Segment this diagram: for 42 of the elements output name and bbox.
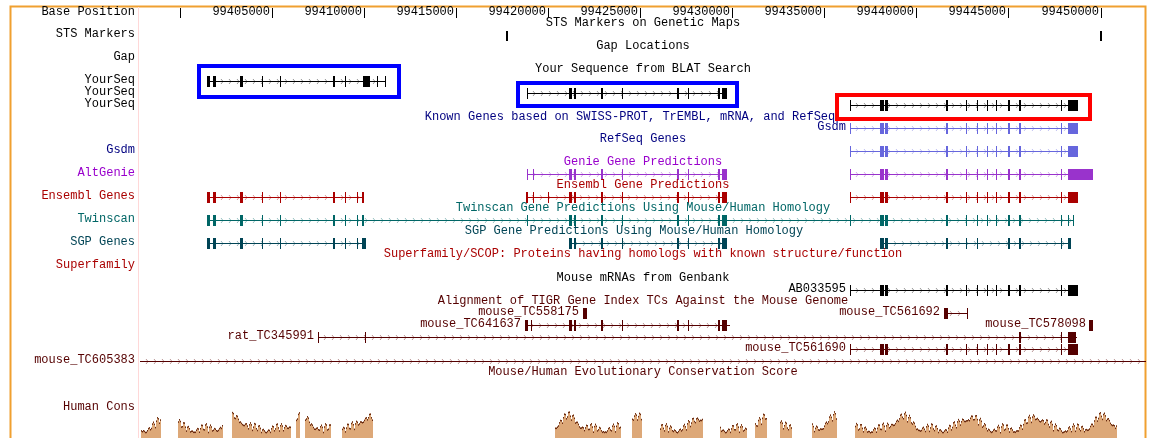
ruler-label: 99415000: [396, 6, 454, 19]
ruler-label: 99450000: [1041, 6, 1099, 19]
track-name: SGP Genes: [70, 236, 135, 249]
track-title: Gap Locations: [596, 40, 690, 53]
feature-label: mouse_TC578098: [985, 318, 1086, 331]
ruler-label: 99405000: [212, 6, 270, 19]
track-title: Ensembl Gene Predictions: [556, 179, 730, 192]
ruler-label: 99410000: [304, 6, 362, 19]
track-name: Ensembl Genes: [41, 190, 135, 203]
track-name: Gsdm: [106, 144, 135, 157]
track-name: STS Markers: [55, 28, 135, 41]
feature-label: mouse_TC561690: [745, 342, 846, 355]
track-title: Twinscan Gene Predictions Using Mouse/Human Homology: [455, 202, 831, 215]
track-name: AltGenie: [77, 167, 135, 180]
feature-label: rat_TC345991: [227, 330, 314, 343]
ruler-label: 99435000: [764, 6, 822, 19]
track-name: Human Cons: [63, 401, 135, 414]
track-name: Base Position: [41, 6, 135, 19]
track-name: Superfamily: [55, 259, 135, 272]
ruler-label: 99420000: [488, 6, 546, 19]
track-title: Mouse/Human Evolutionary Conservation Score: [488, 366, 798, 379]
ruler-label: 99445000: [948, 6, 1006, 19]
track-title: Genie Gene Predictions: [563, 156, 723, 169]
track-name: Gap: [113, 51, 135, 64]
track-name: mouse_TC605383: [34, 354, 135, 367]
feature-label: mouse_TC641637: [420, 318, 521, 331]
feature-label: AB033595: [788, 283, 846, 296]
track-name: YourSeq: [84, 86, 135, 99]
track-title: Known Genes based on SWISS-PROT, TrEMBL, mRNA, and RefSeq: [424, 111, 836, 124]
track-name: YourSeq: [84, 74, 135, 87]
feature-label: Gsdm: [817, 121, 846, 134]
feature-label: mouse_TC558175: [478, 306, 579, 319]
track-title: SGP Gene Predictions Using Mouse/Human Homology: [464, 225, 804, 238]
track-name: Twinscan: [77, 213, 135, 226]
track-name: YourSeq: [84, 98, 135, 111]
track-title: RefSeq Genes: [599, 133, 687, 146]
ruler-label: 99440000: [856, 6, 914, 19]
track-title: Mouse mRNAs from Genbank: [556, 272, 730, 285]
track-title: STS Markers on Genetic Maps: [545, 17, 741, 30]
feature-label: mouse_TC561692: [839, 306, 940, 319]
track-title: Your Sequence from BLAT Search: [535, 63, 751, 76]
track-title: Superfamily/SCOP: Proteins having homologs with known structure/function: [383, 248, 903, 261]
